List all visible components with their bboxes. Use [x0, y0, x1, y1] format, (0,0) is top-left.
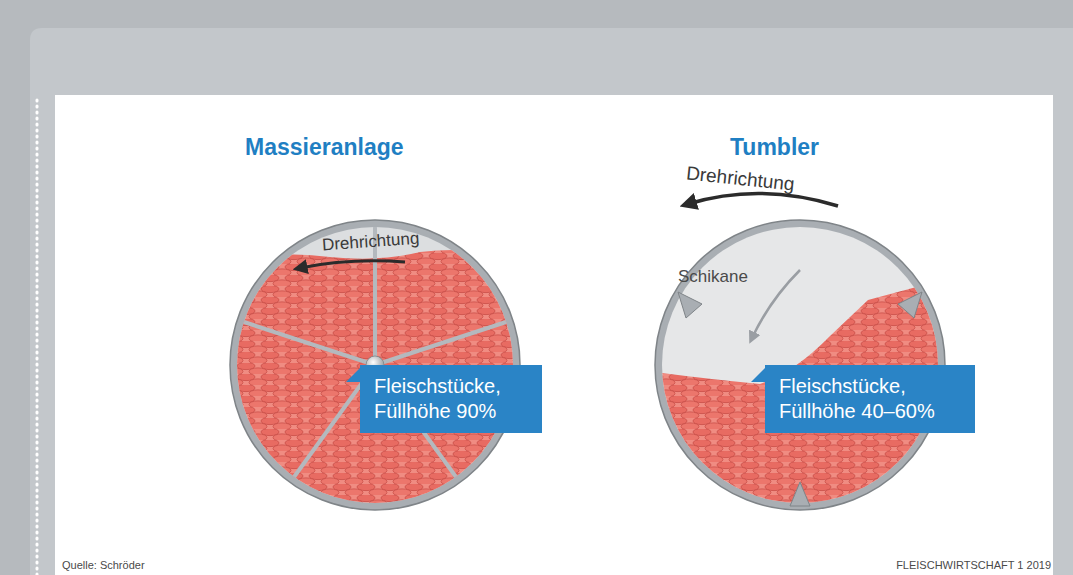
drum-figure: MassieranlageFleischstücke, Füllhöhe 90%: [230, 220, 520, 510]
drum-heading: Tumbler: [730, 134, 819, 161]
source-note: Quelle: Schröder: [62, 559, 145, 571]
publication-note: FLEISCHWIRTSCHAFT 1 2019: [896, 559, 1051, 571]
drum-heading: Massieranlage: [245, 134, 404, 161]
callout-text: Fleischstücke, Füllhöhe 40–60%: [779, 374, 963, 424]
callout-box: Fleischstücke, Füllhöhe 40–60%: [765, 365, 975, 433]
drum-figure: TumblerFleischstücke, Füllhöhe 40–60%: [655, 220, 945, 510]
baffle-label: Schikane: [678, 267, 748, 287]
callout-box: Fleischstücke, Füllhöhe 90%: [360, 365, 542, 433]
callout-text: Fleischstücke, Füllhöhe 90%: [374, 374, 530, 424]
